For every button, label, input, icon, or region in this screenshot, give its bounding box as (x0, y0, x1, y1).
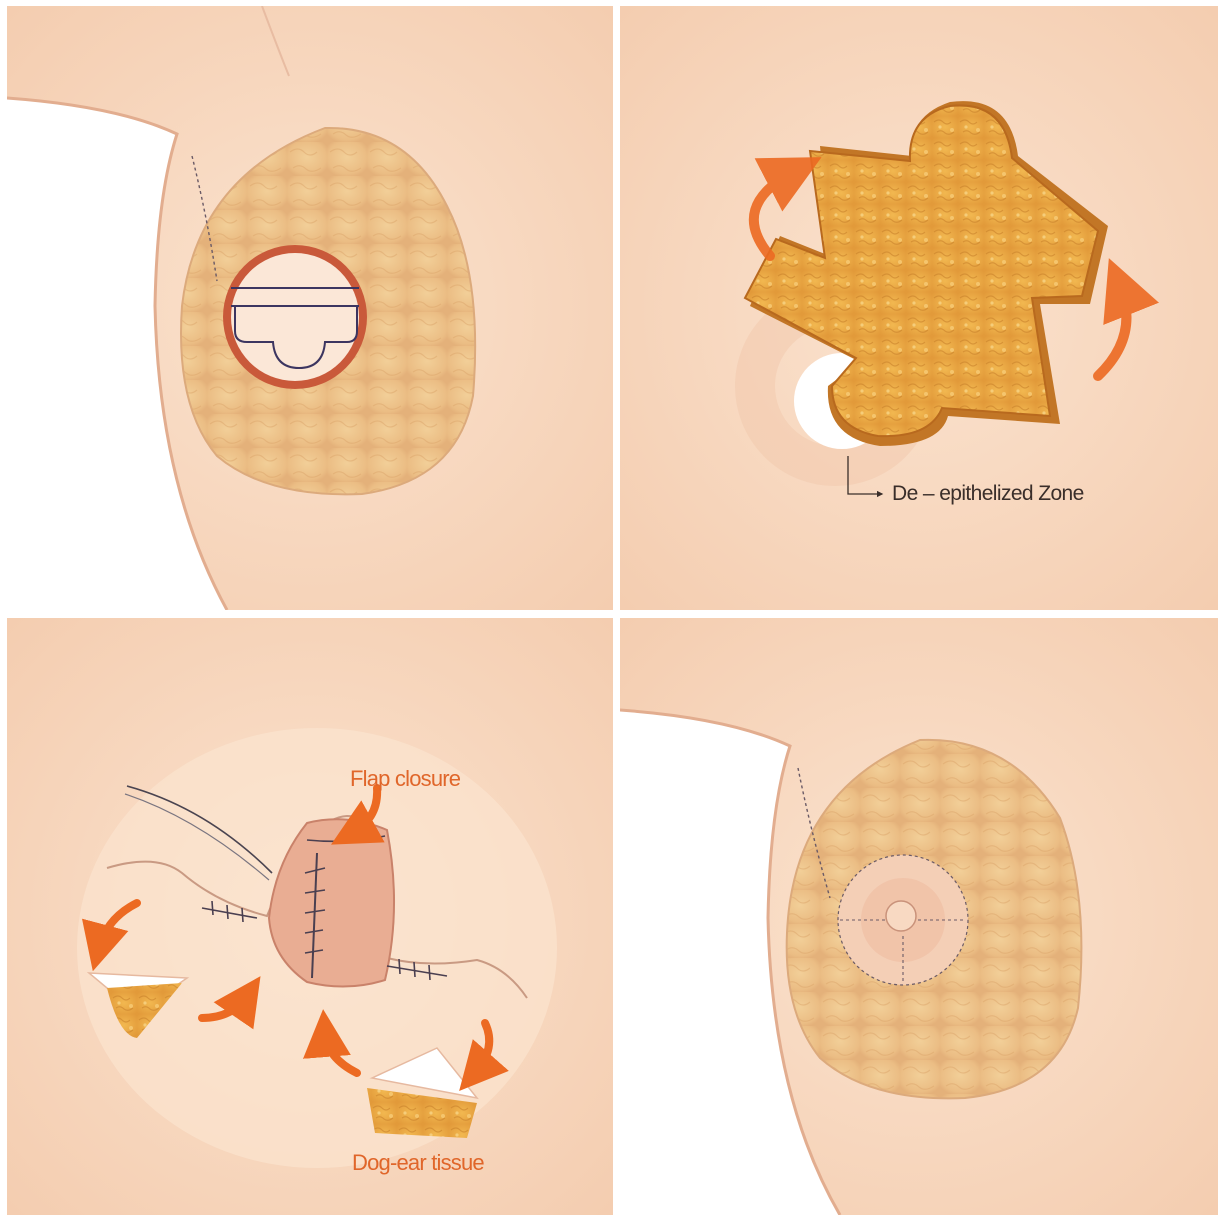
panel-final-result (620, 618, 1218, 1215)
de-epithelized-flap-illustration (620, 6, 1218, 610)
panel-incision-marking (7, 6, 613, 610)
panel-de-epithelized-flap: De – epithelized Zone (620, 6, 1218, 610)
panel-flap-closure: Flap closure Dog-ear tissue (7, 618, 613, 1215)
nipple-area (231, 253, 359, 381)
incision-marking-illustration (7, 6, 613, 610)
reconstructed-nipple (886, 901, 916, 931)
flap-closure-illustration (7, 618, 613, 1215)
final-result-illustration (620, 618, 1218, 1215)
flap-closure-label: Flap closure (350, 766, 460, 792)
dog-ear-tissue-label: Dog-ear tissue (352, 1150, 484, 1176)
de-epithelized-zone-label: De – epithelized Zone (892, 482, 1084, 506)
